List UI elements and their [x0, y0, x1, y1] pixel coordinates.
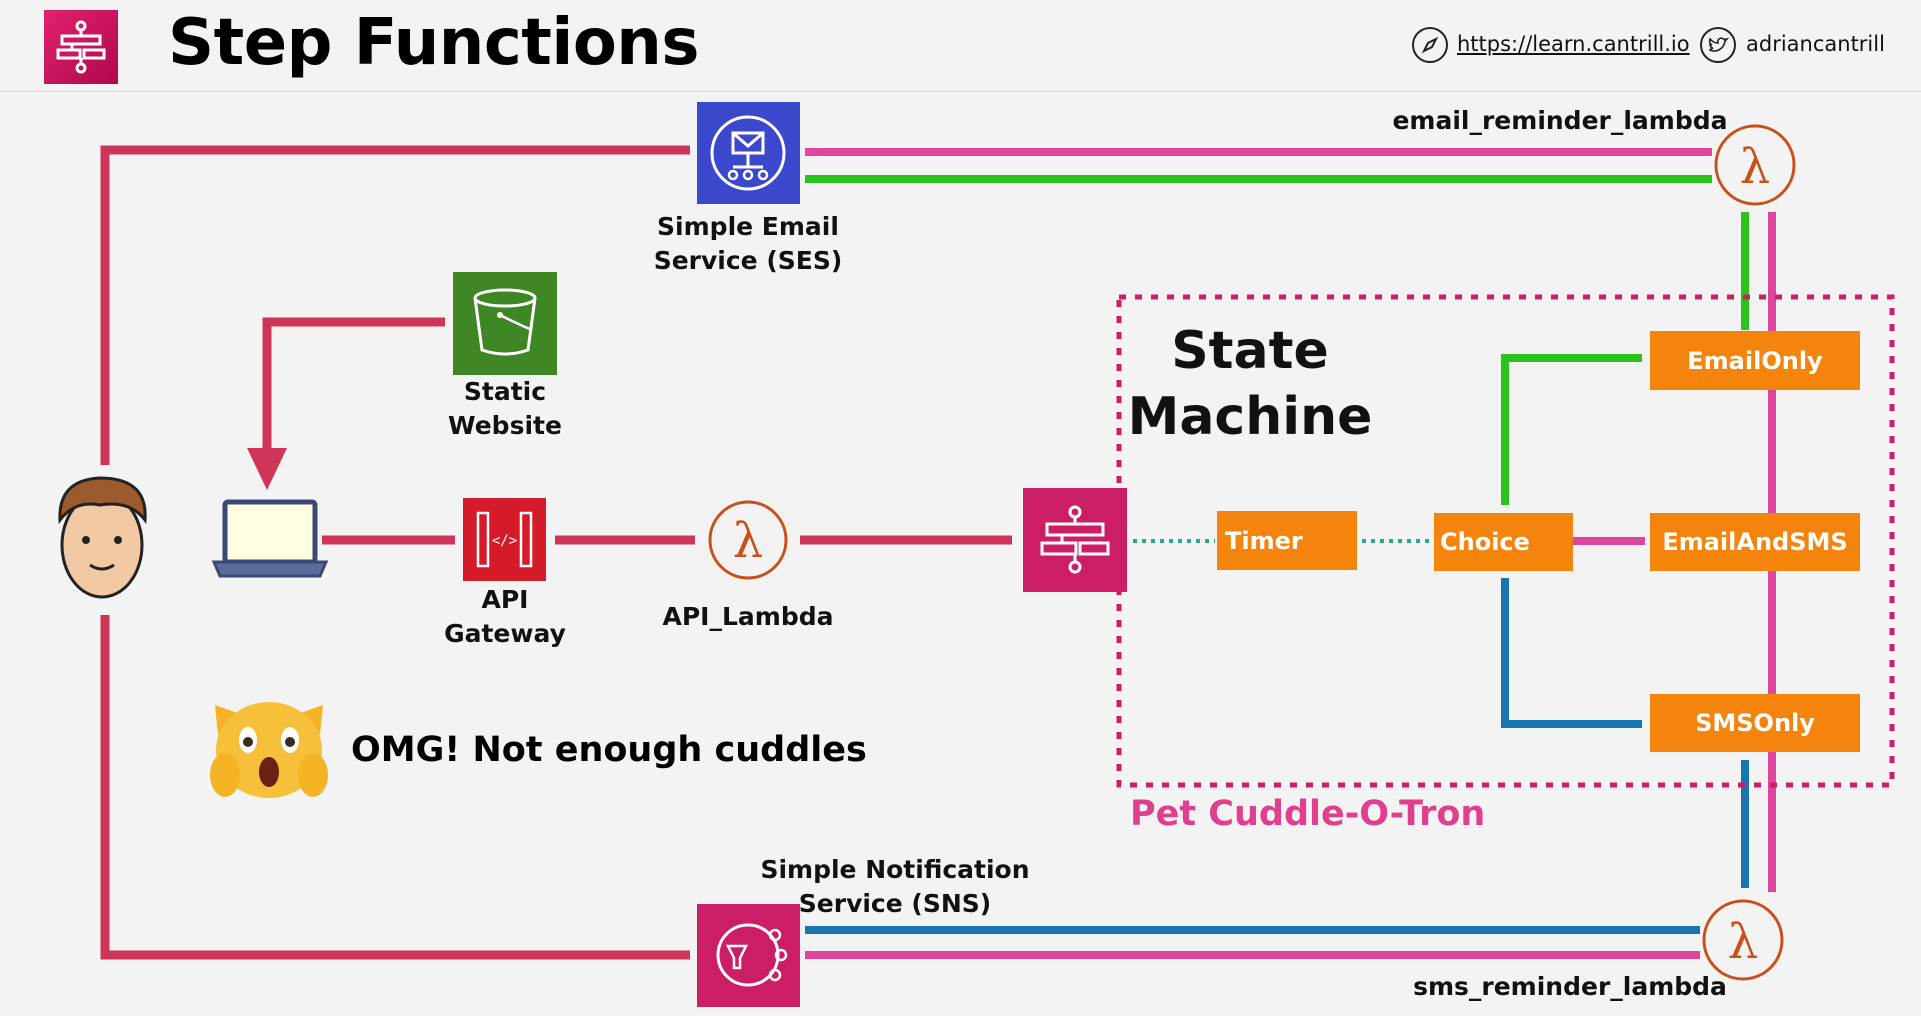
- email-reminder-lambda-icon: λ: [1714, 124, 1796, 206]
- page-title: Step Functions: [168, 6, 699, 80]
- email-reminder-lambda-label: email_reminder_lambda: [1392, 106, 1728, 135]
- emailandsms-state[interactable]: EmailAndSMS: [1650, 513, 1860, 571]
- compass-icon: [1412, 27, 1448, 63]
- user-notification-path: [100, 145, 690, 960]
- slide-header: Step Functions https://learn.cantrill.io…: [0, 0, 1921, 92]
- s3-label: Static Website: [448, 377, 562, 440]
- smsonly-state[interactable]: SMSOnly: [1650, 694, 1860, 752]
- laptop-icon: [211, 499, 329, 578]
- sms-reminder-lambda-label: sms_reminder_lambda: [1413, 972, 1727, 1001]
- ses-label: Simple Email Service (SES): [653, 212, 843, 275]
- state-machine-title: State Machine: [1127, 321, 1373, 447]
- caption-text: OMG! Not enough cuddles: [351, 730, 867, 770]
- ses-icon: [697, 102, 800, 204]
- emailonly-state[interactable]: EmailOnly: [1650, 331, 1860, 390]
- step-functions-logo-icon: [44, 10, 118, 84]
- user-avatar: [58, 476, 147, 599]
- s3-to-laptop-arrow: [247, 317, 445, 490]
- s3-bucket-icon: [453, 272, 557, 375]
- choice-state[interactable]: Choice: [1434, 513, 1573, 571]
- sns-label: Simple Notification Service (SNS): [760, 855, 1030, 918]
- screaming-cat-emoji-icon: [210, 702, 328, 798]
- twitter-handle[interactable]: adriancantrill: [1746, 32, 1885, 56]
- website-link[interactable]: https://learn.cantrill.io: [1457, 32, 1690, 56]
- step-functions-icon: [1023, 488, 1127, 592]
- api-gateway-label: API Gateway: [444, 585, 566, 648]
- svg-text:λ: λ: [1728, 914, 1758, 970]
- choice-to-emailonly-line: [1501, 354, 1642, 505]
- twitter-icon: [1700, 27, 1736, 63]
- svg-text:λ: λ: [733, 513, 763, 569]
- svg-text:λ: λ: [1740, 139, 1770, 195]
- api-lambda-icon: λ: [708, 500, 788, 580]
- sns-icon: [697, 904, 800, 1007]
- api-gateway-icon: </>: [463, 498, 546, 581]
- api-lambda-label: API_Lambda: [662, 602, 834, 631]
- state-machine-name-label: Pet Cuddle-O-Tron: [1130, 794, 1486, 834]
- timer-state[interactable]: Timer: [1217, 511, 1357, 570]
- sms-reminder-lambda-icon: λ: [1702, 899, 1784, 981]
- choice-to-smsonly-line: [1501, 578, 1642, 728]
- svg-text:</>: </>: [492, 533, 517, 549]
